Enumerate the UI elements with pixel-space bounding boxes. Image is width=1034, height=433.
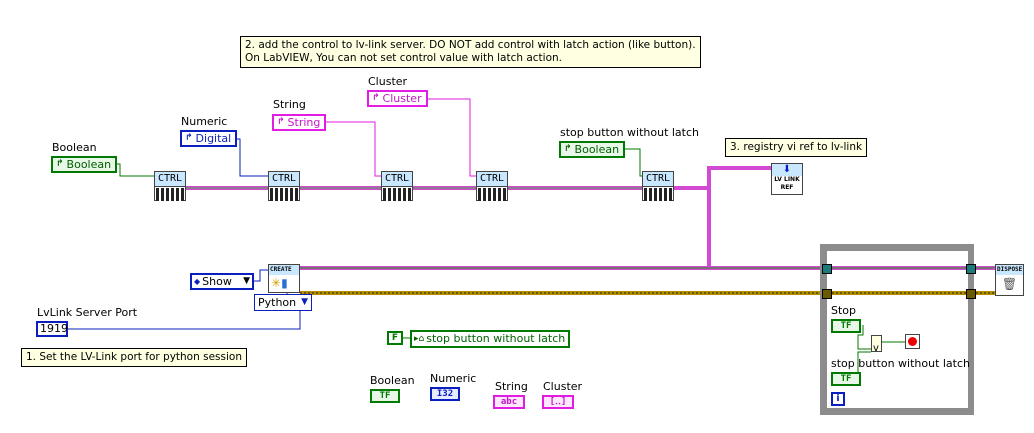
legend-boolean-terminal: TF	[370, 389, 400, 403]
lv-link-ref-line1: LV LINK	[774, 176, 800, 183]
reference-arrow-icon: ↱	[564, 144, 572, 154]
python-enum-constant[interactable]: Python ▼	[254, 294, 312, 311]
ctrl-node-stop[interactable]: CTRL	[642, 171, 674, 201]
digital-reference[interactable]: ↱Digital	[180, 130, 238, 147]
stop-boolean-reference-label: Boolean	[574, 143, 620, 156]
stop-latch-terminal[interactable]: TF	[831, 372, 861, 386]
string-reference-label: String	[287, 116, 321, 129]
boolean-reference-label: Boolean	[66, 158, 112, 171]
python-enum-value: Python	[258, 296, 297, 309]
ctrl-node-numeric[interactable]: CTRL	[268, 171, 300, 201]
ctrl-node-label: CTRL	[155, 172, 185, 187]
note-step-3: 3. registry vi ref to lv-link	[725, 138, 868, 157]
ctrl-node-label: CTRL	[269, 172, 299, 187]
reference-arrow-icon: ↱	[372, 93, 380, 103]
legend-label-cluster: Cluster	[543, 380, 583, 393]
or-gate[interactable]: v	[871, 335, 882, 354]
local-variable-arrow-icon: ▸⌂	[414, 334, 425, 344]
stop-condition-icon[interactable]	[905, 334, 920, 349]
or-gate-symbol: v	[873, 343, 879, 354]
enum-arrows-icon: ◆	[194, 277, 201, 286]
ctrl-node-label: CTRL	[643, 172, 673, 187]
false-constant-wire	[403, 337, 411, 339]
while-loop-frame[interactable]	[820, 244, 974, 415]
ctrl-node-bars	[383, 188, 411, 201]
note-step-2: 2. add the control to lv-link server. DO…	[240, 36, 701, 68]
ctrl-node-bars	[156, 188, 184, 201]
dispose-node-label: DISPOSE	[996, 265, 1023, 275]
legend-cluster-terminal: [‥]	[542, 395, 574, 409]
create-node-label: CREATE	[269, 265, 299, 275]
digital-reference-label: Digital	[195, 132, 232, 145]
ctrl-node-boolean[interactable]: CTRL	[154, 171, 186, 201]
ctrl-node-bars	[478, 188, 506, 201]
stop-condition-dot	[908, 337, 917, 346]
legend-label-numeric: Numeric	[430, 372, 477, 385]
stop-local-variable-label: stop button without latch	[426, 332, 566, 345]
reference-arrow-icon: ↱	[277, 117, 285, 127]
loop-tunnel-error-out	[966, 289, 976, 299]
reference-arrow-icon: ↱	[56, 159, 64, 169]
label-string: String	[273, 98, 306, 111]
stop-boolean-reference[interactable]: ↱Boolean	[559, 141, 626, 158]
label-stop: Stop	[831, 304, 857, 317]
dispose-session-node[interactable]: DISPOSE 🗑	[995, 264, 1024, 296]
string-reference[interactable]: ↱String	[272, 114, 327, 131]
label-stop-button-without-latch-loop: stop button without latch	[831, 357, 971, 370]
python-logo-icon: ✳▮	[271, 276, 288, 290]
show-enum-constant[interactable]: ◆ Show ▼	[190, 273, 254, 290]
port-constant[interactable]: 1919	[36, 321, 68, 337]
dropdown-arrow-icon: ▼	[301, 297, 308, 307]
ctrl-node-label: CTRL	[382, 172, 412, 187]
ctrl-node-string[interactable]: CTRL	[381, 171, 413, 201]
loop-tunnel-error-in	[822, 289, 832, 299]
note-step-2-line1: 2. add the control to lv-link server. DO…	[245, 39, 696, 51]
cluster-reference-label: Cluster	[382, 92, 422, 105]
false-constant[interactable]: F	[387, 331, 403, 345]
note-step-1: 1. Set the LV-Link port for python sessi…	[21, 348, 247, 367]
label-lvlink-server-port: LvLink Server Port	[37, 306, 138, 319]
legend-label-boolean: Boolean	[370, 374, 415, 387]
loop-tunnel-session-out	[966, 264, 976, 274]
boolean-reference[interactable]: ↱Boolean	[51, 156, 118, 173]
legend-numeric-terminal: I32	[430, 387, 460, 401]
note-step-2-line2: On LabVIEW, You can not set control valu…	[245, 52, 562, 64]
iteration-terminal: i	[831, 392, 845, 406]
loop-tunnel-session-in	[822, 264, 832, 274]
label-numeric: Numeric	[181, 115, 228, 128]
show-enum-value: Show	[202, 275, 232, 288]
create-session-node[interactable]: CREATE ✳▮	[268, 264, 300, 293]
ctrl-node-cluster[interactable]: CTRL	[476, 171, 508, 201]
lv-link-ref-node[interactable]: ⬇ LV LINK REF	[771, 163, 803, 195]
stop-local-variable[interactable]: ▸⌂stop button without latch	[410, 330, 570, 348]
label-stop-button-without-latch: stop button without latch	[560, 126, 700, 139]
label-cluster: Cluster	[368, 75, 408, 88]
cluster-reference[interactable]: ↱Cluster	[367, 90, 428, 107]
reference-arrow-icon: ↱	[185, 133, 193, 143]
reference-wire	[186, 166, 771, 268]
lv-link-ref-line2: REF	[780, 184, 794, 191]
legend-label-string: String	[495, 380, 528, 393]
ctrl-node-label: CTRL	[477, 172, 507, 187]
ctrl-node-bars	[644, 188, 672, 201]
trash-icon: 🗑	[1001, 277, 1018, 291]
stop-terminal[interactable]: TF	[831, 319, 861, 333]
down-arrow-icon: ⬇	[772, 164, 802, 176]
ctrl-node-bars	[270, 188, 298, 201]
dropdown-arrow-icon: ▼	[243, 276, 250, 286]
legend-string-terminal: abc	[493, 395, 525, 409]
label-boolean: Boolean	[52, 141, 97, 154]
